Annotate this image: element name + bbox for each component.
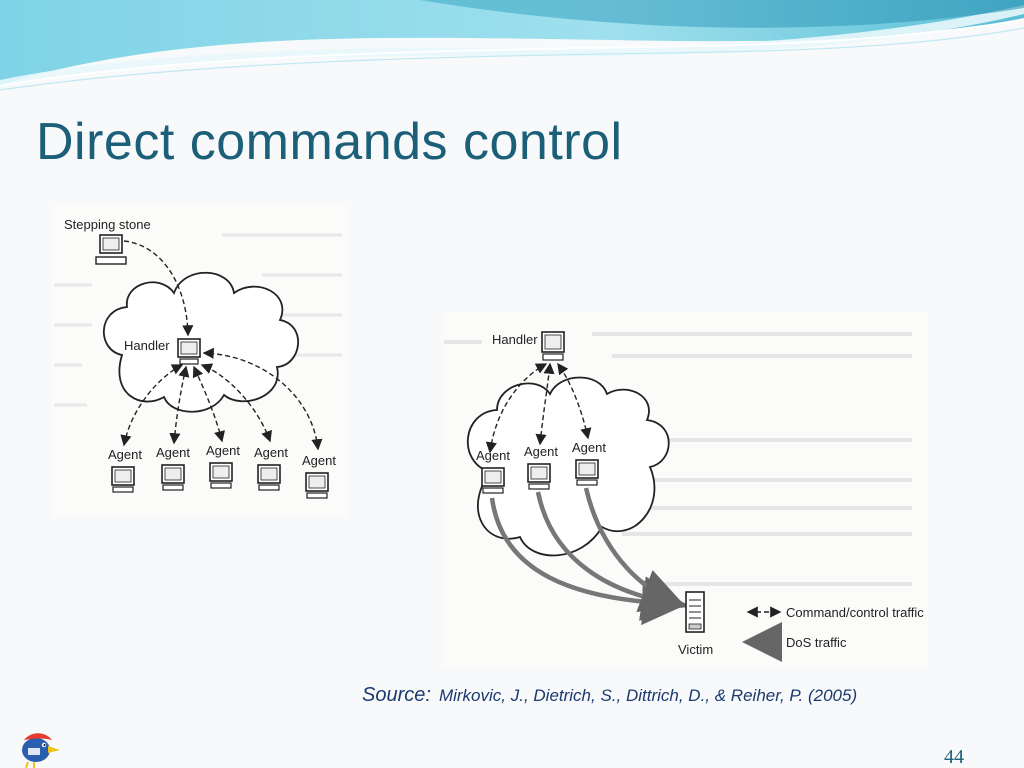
source-citation: Source: Mirkovic, J., Dietrich, S., Dittr… [362, 684, 857, 707]
command-arrow [120, 364, 184, 447]
handler-label: Handler [124, 338, 170, 353]
agent-computer-icon [527, 463, 551, 490]
agent-label: Agent [524, 444, 558, 459]
university-logo [22, 733, 60, 768]
agent-computer-icon [209, 462, 233, 489]
agent-computer-icon [305, 472, 329, 499]
command-arrow [557, 362, 592, 440]
command-arrow [169, 365, 190, 445]
legend-command-label: Command/control traffic [786, 605, 924, 620]
diagram-right: Handler Agent Agent Agent [444, 331, 924, 662]
agent-label: Agent [156, 445, 190, 460]
command-arrow [202, 347, 323, 451]
handler-computer-icon [177, 338, 201, 365]
agent-computer-icon [481, 467, 505, 494]
agent-computer-icon [111, 466, 135, 493]
agent-label: Agent [254, 445, 288, 460]
agent-label: Agent [476, 448, 510, 463]
legend: Command/control traffic DoS traffic [742, 605, 924, 662]
command-arrow [123, 240, 194, 337]
agent-computer-icon [575, 459, 599, 486]
victim-label: Victim [678, 642, 713, 657]
figure-direct-command-network: Stepping stone Handler Agent Agent [52, 205, 348, 517]
agent-label: Agent [108, 447, 142, 462]
diagram-left: Stepping stone Handler Agent Agent [54, 217, 342, 499]
network-cloud [466, 376, 670, 557]
handler-computer-icon [541, 331, 565, 361]
agent-computer-icon [257, 464, 281, 491]
header-swoosh-decoration [0, 0, 1024, 91]
agent-label: Agent [302, 453, 336, 468]
command-arrow [535, 362, 555, 446]
victim-server-icon [685, 591, 705, 633]
source-label: Source: [362, 684, 431, 706]
agent-label: Agent [572, 440, 606, 455]
citation-text: Mirkovic, J., Dietrich, S., Dittrich, D.… [438, 686, 858, 705]
legend-dos-label: DoS traffic [786, 635, 847, 650]
agent-computer-icon [161, 464, 185, 491]
stepping-stone-computer-icon [95, 234, 127, 265]
handler-label: Handler [492, 332, 538, 347]
page-number: 44 [944, 746, 964, 768]
agent-label: Agent [206, 443, 240, 458]
slide-title: Direct commands control [36, 113, 623, 171]
dos-traffic-arrow [583, 487, 687, 612]
stepping-stone-label: Stepping stone [64, 217, 151, 232]
figure-dos-attack-network: Handler Agent Agent Agent [442, 312, 928, 668]
